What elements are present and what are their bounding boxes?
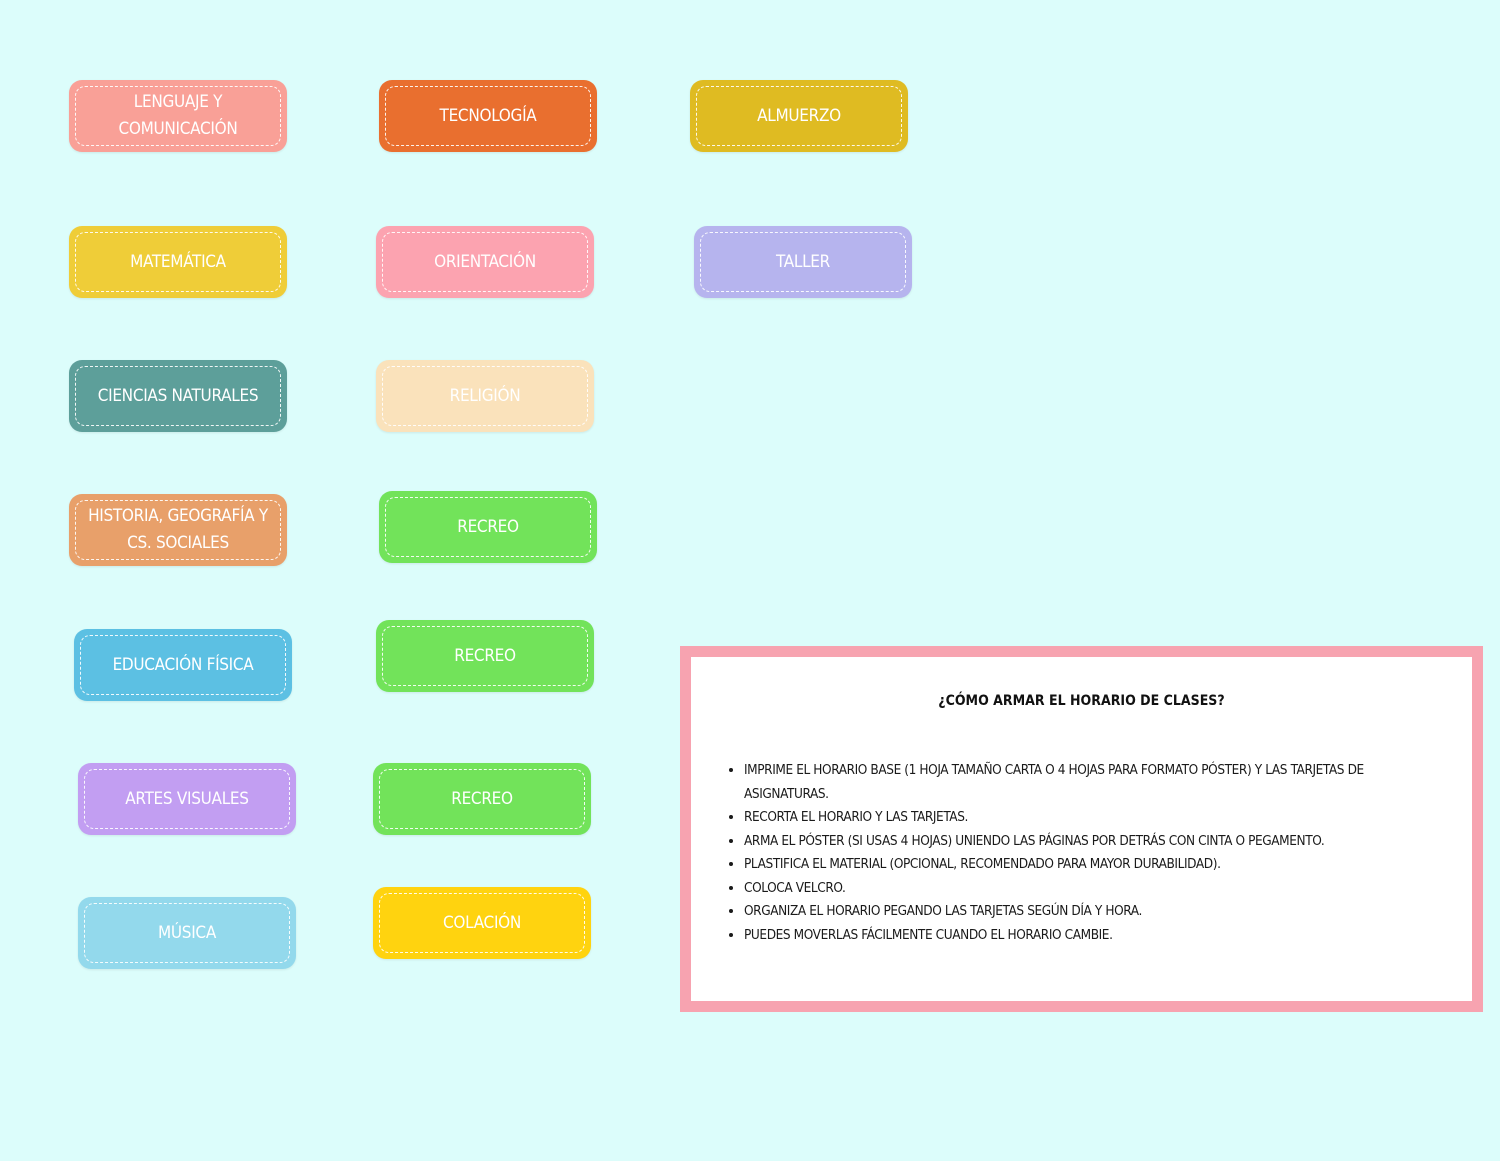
instructions-list: IMPRIME EL HORARIO BASE (1 HOJA TAMAÑO C…	[691, 759, 1432, 947]
card-label-line-2: COMUNICACIÓN	[118, 119, 238, 139]
card-tecnologia[interactable]: TECNOLOGÍA	[379, 80, 597, 152]
card-colacion[interactable]: COLACIÓN	[373, 887, 591, 959]
card-label: HISTORIA, GEOGRAFÍA Y CS. SOCIALES	[84, 503, 272, 557]
card-dashed-border: COLACIÓN	[379, 893, 585, 953]
card-dashed-border: MÚSICA	[84, 903, 290, 963]
list-item: ARMA EL PÓSTER (SI USAS 4 HOJAS) UNIENDO…	[744, 830, 1432, 854]
card-dashed-border: EDUCACIÓN FÍSICA	[80, 635, 286, 695]
card-label: ARTES VISUALES	[125, 788, 249, 809]
card-dashed-border: LENGUAJE Y COMUNICACIÓN	[75, 86, 281, 146]
card-label: RELIGIÓN	[449, 385, 521, 406]
card-label: TALLER	[776, 251, 830, 272]
card-label: TECNOLOGÍA	[439, 105, 537, 126]
card-dashed-border: ALMUERZO	[696, 86, 902, 146]
list-item: RECORTA EL HORARIO Y LAS TARJETAS.	[744, 806, 1432, 830]
card-label: RECREO	[454, 645, 516, 666]
card-label: ALMUERZO	[757, 105, 841, 126]
card-label-line-1: LENGUAJE Y	[133, 92, 223, 112]
card-label: CIENCIAS NATURALES	[97, 385, 259, 406]
card-label-line-1: HISTORIA, GEOGRAFÍA Y	[88, 506, 268, 526]
list-item: PUEDES MOVERLAS FÁCILMENTE CUANDO EL HOR…	[744, 924, 1432, 948]
card-label: MATEMÁTICA	[130, 251, 226, 272]
card-dashed-border: MATEMÁTICA	[75, 232, 281, 292]
card-dashed-border: HISTORIA, GEOGRAFÍA Y CS. SOCIALES	[75, 500, 281, 560]
list-item: PLASTIFICA EL MATERIAL (OPCIONAL, RECOME…	[744, 853, 1432, 877]
card-label: EDUCACIÓN FÍSICA	[112, 654, 254, 675]
card-label: MÚSICA	[158, 922, 216, 943]
card-dashed-border: TECNOLOGÍA	[385, 86, 591, 146]
instructions-box: ¿CÓMO ARMAR EL HORARIO DE CLASES? IMPRIM…	[680, 646, 1483, 1012]
card-dashed-border: RECREO	[382, 626, 588, 686]
card-taller[interactable]: TALLER	[694, 226, 912, 298]
card-artes-visuales[interactable]: ARTES VISUALES	[78, 763, 296, 835]
card-label: COLACIÓN	[442, 912, 522, 933]
list-item: ORGANIZA EL HORARIO PEGANDO LAS TARJETAS…	[744, 900, 1432, 924]
card-label: RECREO	[451, 788, 513, 809]
card-recreo[interactable]: RECREO	[373, 763, 591, 835]
card-historia-geografia[interactable]: HISTORIA, GEOGRAFÍA Y CS. SOCIALES	[69, 494, 287, 566]
card-religion[interactable]: RELIGIÓN	[376, 360, 594, 432]
card-dashed-border: RELIGIÓN	[382, 366, 588, 426]
card-dashed-border: ARTES VISUALES	[84, 769, 290, 829]
card-dashed-border: CIENCIAS NATURALES	[75, 366, 281, 426]
card-musica[interactable]: MÚSICA	[78, 897, 296, 969]
card-recreo[interactable]: RECREO	[376, 620, 594, 692]
card-lenguaje-y-comunicacion[interactable]: LENGUAJE Y COMUNICACIÓN	[69, 80, 287, 152]
card-dashed-border: ORIENTACIÓN	[382, 232, 588, 292]
instructions-title: ¿CÓMO ARMAR EL HORARIO DE CLASES?	[938, 693, 1225, 709]
card-label: RECREO	[457, 516, 519, 537]
card-dashed-border: RECREO	[385, 497, 591, 557]
list-item: IMPRIME EL HORARIO BASE (1 HOJA TAMAÑO C…	[744, 759, 1432, 806]
card-matematica[interactable]: MATEMÁTICA	[69, 226, 287, 298]
card-label-line-2: CS. SOCIALES	[127, 533, 229, 553]
card-label: ORIENTACIÓN	[434, 251, 536, 272]
card-dashed-border: TALLER	[700, 232, 906, 292]
card-almuerzo[interactable]: ALMUERZO	[690, 80, 908, 152]
card-dashed-border: RECREO	[379, 769, 585, 829]
card-label: LENGUAJE Y COMUNICACIÓN	[115, 89, 242, 143]
card-recreo[interactable]: RECREO	[379, 491, 597, 563]
card-orientacion[interactable]: ORIENTACIÓN	[376, 226, 594, 298]
list-item: COLOCA VELCRO.	[744, 877, 1432, 901]
card-educacion-fisica[interactable]: EDUCACIÓN FÍSICA	[74, 629, 292, 701]
card-ciencias-naturales[interactable]: CIENCIAS NATURALES	[69, 360, 287, 432]
